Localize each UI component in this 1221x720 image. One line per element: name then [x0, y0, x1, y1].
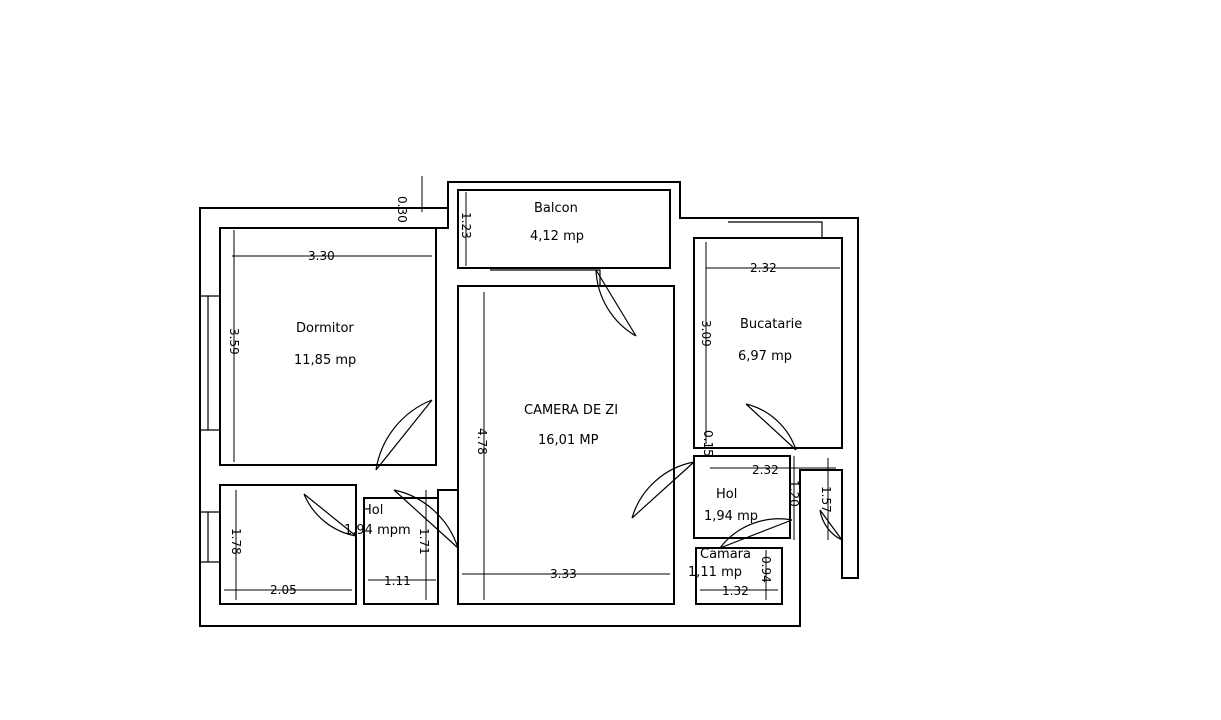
- dim-3-09: 3.09: [699, 320, 713, 347]
- room-area-dormitor: 11,85 mp: [294, 353, 356, 368]
- dim-1-78: 1.78: [229, 528, 243, 555]
- door-camara: [719, 518, 793, 549]
- room-area-balcon: 4,12 mp: [530, 229, 584, 244]
- room-name-camera-de-zi: CAMERA DE ZI: [524, 403, 618, 418]
- dim-3-59: 3.59: [227, 328, 241, 355]
- door-entrance: [819, 509, 843, 541]
- door-balcon: [595, 269, 637, 337]
- room-name-camara: Camara: [700, 547, 751, 562]
- dim-1-20: 1.20: [787, 480, 801, 507]
- dim-3-30: 3.30: [308, 249, 335, 263]
- door-dormitor: [375, 399, 433, 471]
- room-name-bucatarie: Bucatarie: [740, 317, 802, 332]
- room-name-balcon: Balcon: [534, 201, 578, 216]
- room-name-dormitor: Dormitor: [296, 321, 354, 336]
- dim-1-11: 1.11: [384, 574, 411, 588]
- room-name-hol-left: Hol: [362, 503, 383, 518]
- dim-2-05: 2.05: [270, 583, 297, 597]
- dim-1-23: 1.23: [459, 212, 473, 239]
- dim-2-32-bottom: 2.32: [752, 463, 779, 477]
- room-area-camera-de-zi: 16,01 MP: [538, 433, 599, 448]
- door-living-right: [631, 461, 695, 519]
- room-area-hol-right: 1,94 mp: [704, 509, 758, 524]
- dimension-labels: 3.30 2.32 2.32 2.05 1.11 3.33 1.32 0.30 …: [227, 196, 833, 598]
- door-bucatarie: [745, 403, 797, 451]
- doors: [303, 269, 843, 549]
- dim-2-32-top: 2.32: [750, 261, 777, 275]
- dim-1-57: 1.57: [819, 486, 833, 513]
- dim-0-15: 0.15: [701, 430, 715, 457]
- dim-0-94: 0.94: [759, 556, 773, 583]
- room-area-hol-left: 1,94 mpm: [344, 523, 411, 538]
- dim-1-71: 1.71: [417, 528, 431, 555]
- dim-3-33: 3.33: [550, 567, 577, 581]
- dimension-lines: [224, 176, 840, 600]
- room-labels: Balcon 4,12 mp Dormitor 11,85 mp CAMERA …: [294, 201, 802, 580]
- room-area-bucatarie: 6,97 mp: [738, 349, 792, 364]
- dim-0-30: 0.30: [395, 196, 409, 223]
- room-name-hol-right: Hol: [716, 487, 737, 502]
- room-area-camara: 1,11 mp: [688, 565, 742, 580]
- walls: [199, 181, 859, 627]
- door-hol-left: [303, 493, 357, 537]
- dim-1-32: 1.32: [722, 584, 749, 598]
- dim-4-78: 4.78: [475, 428, 489, 455]
